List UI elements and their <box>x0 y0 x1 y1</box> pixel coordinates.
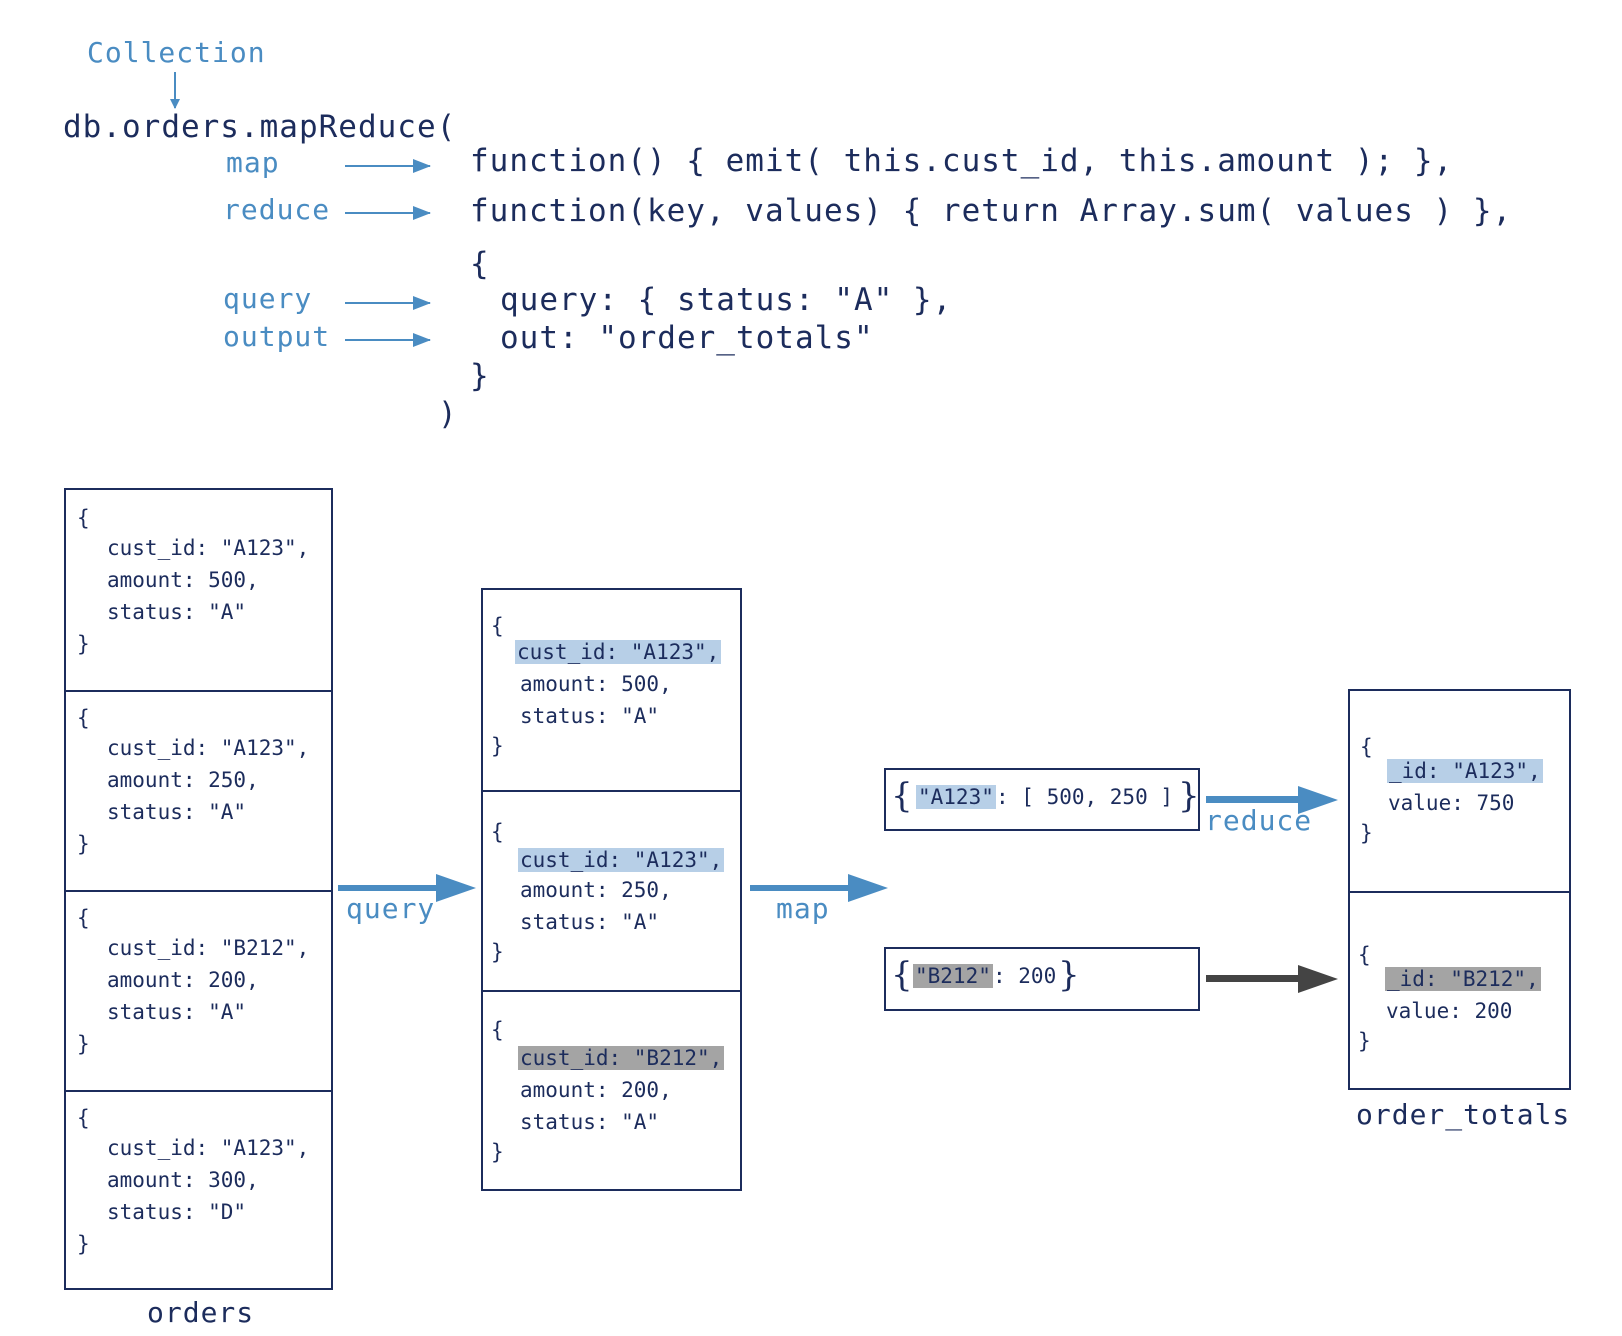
order-totals-document: { _id: "A123", value: 750 } <box>1360 735 1543 845</box>
status-field: status: "A" <box>107 800 247 824</box>
cust-id-field: cust_id: "A123", <box>107 736 310 760</box>
amount-field: amount: 250, <box>520 878 672 902</box>
map-function-code: function() { emit( this.cust_id, this.am… <box>470 143 1454 179</box>
status-field: status: "A" <box>520 910 660 934</box>
cust-id-field: cust_id: "B212", <box>107 936 310 960</box>
cust-id-field: cust_id: "A123", <box>515 640 722 664</box>
emitted-values: : [ 500, 250 ] <box>996 785 1174 809</box>
order-totals-document: { _id: "B212", value: 200 } <box>1350 891 1569 1090</box>
amount-field: amount: 200, <box>520 1078 672 1102</box>
order-totals-collection: { _id: "A123", value: 750 } { _id: "B212… <box>1348 689 1571 1090</box>
options-open-brace: { <box>470 246 490 282</box>
id-field: _id: "B212", <box>1385 967 1541 991</box>
status-field: status: "D" <box>107 1200 247 1224</box>
order-totals-caption: order_totals <box>1356 1098 1571 1131</box>
value-field: value: 200 <box>1386 999 1513 1023</box>
query-results: { cust_id: "A123", amount: 500, status: … <box>481 588 742 1191</box>
passthrough-arrow <box>1206 965 1338 993</box>
reduce-function-code: function(key, values) { return Array.sum… <box>470 193 1513 229</box>
query-result-document: { cust_id: "A123", amount: 250, status: … <box>483 790 740 990</box>
map-output-pair: { "B212" : 200 } <box>884 947 1200 1011</box>
cust-id-field: cust_id: "B212", <box>518 1046 725 1070</box>
cust-id-field: cust_id: "A123", <box>107 1136 310 1160</box>
amount-field: amount: 200, <box>107 968 259 992</box>
orders-document: { cust_id: "A123", amount: 500, status: … <box>77 506 310 656</box>
options-close-brace: } <box>470 358 490 394</box>
collection-label: Collection <box>87 36 266 69</box>
mapreduce-call-close: ) <box>438 396 458 432</box>
orders-document: { cust_id: "B212", amount: 200, status: … <box>66 890 331 1090</box>
amount-field: amount: 250, <box>107 768 259 792</box>
id-field: _id: "A123", <box>1387 759 1543 783</box>
query-result-document: { cust_id: "B212", amount: 200, status: … <box>483 990 740 1191</box>
orders-caption: orders <box>147 1296 255 1329</box>
out-option-code: out: "order_totals" <box>500 320 874 356</box>
status-field: status: "A" <box>520 1110 660 1134</box>
map-output-pair: { "A123" : [ 500, 250 ] } <box>884 768 1200 831</box>
status-field: status: "A" <box>107 1000 247 1024</box>
output-param-label: output <box>223 320 331 353</box>
emitted-key: "A123" <box>916 785 996 809</box>
amount-field: amount: 500, <box>520 672 672 696</box>
map-flow-label: map <box>776 892 830 925</box>
cust-id-field: cust_id: "A123", <box>107 536 310 560</box>
query-option-code: query: { status: "A" }, <box>500 282 953 318</box>
emitted-values: : 200 <box>993 964 1057 988</box>
amount-field: amount: 300, <box>107 1168 259 1192</box>
reduce-flow-label: reduce <box>1205 804 1313 837</box>
query-result-document: { cust_id: "A123", amount: 500, status: … <box>491 614 722 758</box>
status-field: status: "A" <box>520 704 660 728</box>
query-param-label: query <box>223 282 313 315</box>
orders-document: { cust_id: "A123", amount: 250, status: … <box>66 690 331 890</box>
value-field: value: 750 <box>1388 791 1515 815</box>
reduce-param-label: reduce <box>223 193 331 226</box>
status-field: status: "A" <box>107 600 247 624</box>
query-flow-label: query <box>346 892 436 925</box>
orders-document: { cust_id: "A123", amount: 300, status: … <box>66 1090 331 1290</box>
amount-field: amount: 500, <box>107 568 259 592</box>
mapreduce-call-open: db.orders.mapReduce( <box>63 109 457 145</box>
map-param-label: map <box>226 146 280 179</box>
cust-id-field: cust_id: "A123", <box>518 848 725 872</box>
emitted-key: "B212" <box>913 964 993 988</box>
orders-collection: { cust_id: "A123", amount: 500, status: … <box>64 488 333 1290</box>
